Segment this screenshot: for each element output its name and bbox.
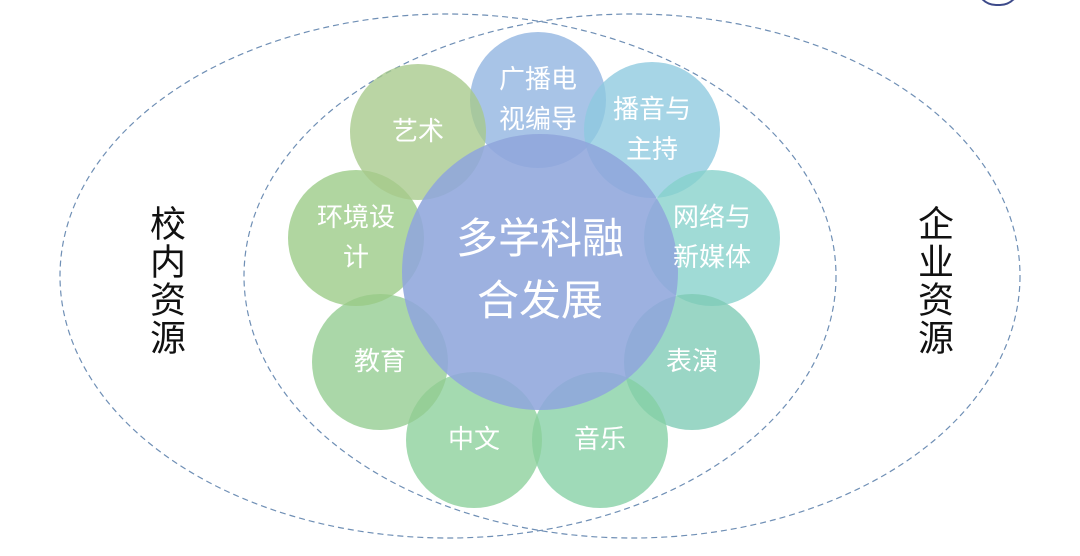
discipline-circle: [288, 170, 424, 306]
enterprise-resources-ellipse: [243, 13, 1021, 539]
discipline-label: 中文: [447, 425, 500, 455]
center-circle: [402, 134, 678, 410]
discipline-label: 网络与 新媒体: [672, 203, 751, 273]
campus-resources-label: 校内资源: [144, 205, 185, 357]
enterprise-resources-label: 企业资源: [912, 205, 953, 357]
discipline-circle: [470, 32, 606, 168]
discipline-label: 环境设 计: [316, 203, 395, 273]
discipline-label: 教育: [353, 347, 406, 377]
discipline-label: 广播电 视编导: [498, 65, 577, 135]
discipline-label: 艺术: [391, 117, 444, 147]
discipline-label: 音乐: [573, 425, 626, 455]
discipline-label: 播音与 主持: [612, 95, 691, 165]
center-label: 多学科融 合发展: [455, 214, 624, 325]
discipline-label: 表演: [665, 347, 718, 377]
campus-resources-ellipse: [59, 13, 837, 539]
